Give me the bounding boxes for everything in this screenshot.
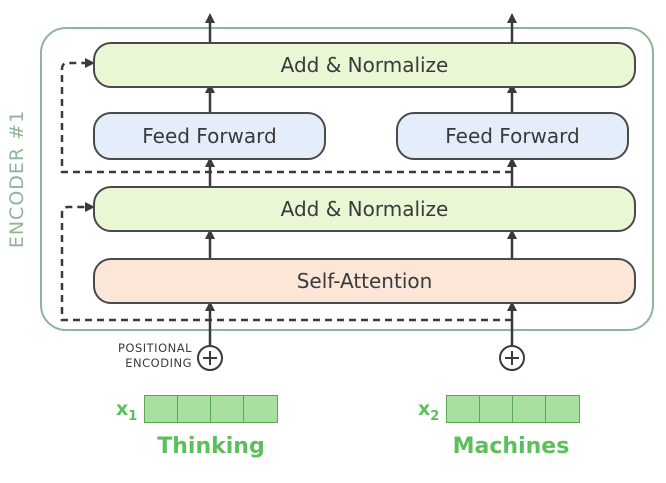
input-symbol-1: x1	[116, 398, 138, 424]
vector-cell	[145, 396, 178, 422]
feed-forward-left: Feed Forward	[93, 112, 326, 160]
add-normalize-bottom: Add & Normalize	[93, 186, 636, 232]
add-normalize-top: Add & Normalize	[93, 42, 636, 88]
input-word-thinking: Thinking	[157, 434, 265, 459]
positional-encoding-line1: POSITIONAL	[117, 341, 192, 355]
self-attention: Self-Attention	[93, 258, 636, 304]
vector-cell	[546, 396, 579, 422]
vector-cell	[513, 396, 546, 422]
residual-path-bottom	[60, 202, 512, 322]
input-word-machines: Machines	[452, 434, 570, 459]
vector-cell	[178, 396, 211, 422]
encoder-block	[40, 27, 654, 331]
residual-path-top	[60, 58, 512, 174]
feed-forward-right: Feed Forward	[396, 112, 629, 160]
vector-cell	[244, 396, 277, 422]
plus-circle-icon	[197, 345, 223, 371]
embedding-vector-2	[446, 395, 580, 423]
positional-encoding-label: POSITIONAL ENCODING	[96, 341, 192, 371]
vector-cell	[480, 396, 513, 422]
vector-cell	[211, 396, 244, 422]
vector-cell	[447, 396, 480, 422]
embedding-vector-1	[144, 395, 278, 423]
input-symbol-2: x2	[418, 398, 440, 424]
plus-circle-icon	[499, 345, 525, 371]
positional-encoding-line2: ENCODING	[125, 356, 192, 370]
